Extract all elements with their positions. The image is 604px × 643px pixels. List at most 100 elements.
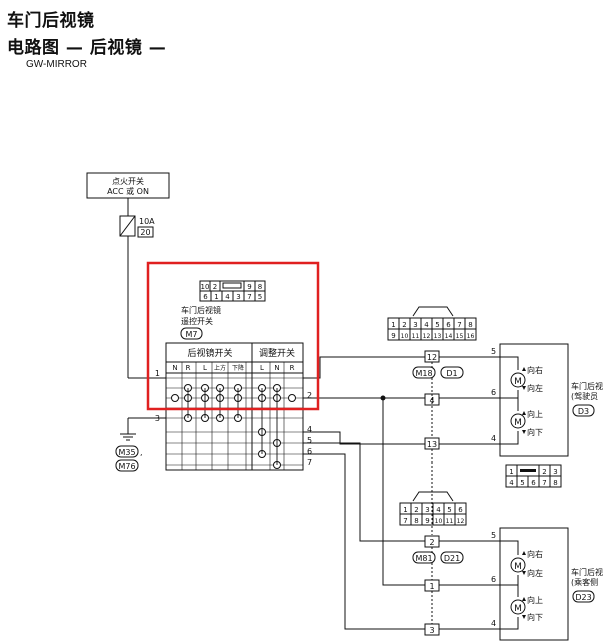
driver-mirror-label-1: 车门后视	[571, 381, 603, 391]
passenger-dir-right: 向右	[527, 549, 543, 559]
switch-col-label: R	[186, 364, 191, 372]
ignition-label-1: 点火开关	[112, 176, 144, 186]
uj-pin: 16	[467, 333, 475, 340]
switch-col-label: L	[203, 364, 207, 372]
lj-pin: 9	[425, 517, 429, 525]
passenger-mirror: M M 向右 向左 向上 向下	[499, 527, 569, 641]
lj-pin: 3	[425, 506, 429, 514]
lj-pin: 11	[446, 518, 454, 525]
driver-motor-2: M	[514, 418, 522, 428]
lj-pin: 2	[414, 506, 418, 514]
sw-pin: 5	[258, 293, 262, 301]
switch-connector-face: 10 2 9 8 6 1 4 3 7 5	[199, 280, 266, 302]
switch-terminal: 6	[307, 447, 312, 456]
page-title: 车门后视镜	[7, 11, 95, 31]
driver-mirror-label-2: (驾驶员	[571, 391, 598, 401]
lj-pin: 7	[403, 517, 407, 525]
sw-pin: 1	[214, 293, 218, 301]
passenger-dir-down: 向下	[527, 612, 543, 622]
mc-pin: 7	[542, 479, 546, 487]
mc-pin: 4	[509, 479, 514, 487]
driver-dir-left: 向左	[527, 383, 543, 393]
arrow-down-icon	[522, 615, 526, 619]
switch-header-left: 后视镜开关	[187, 347, 232, 359]
switch-terminal: 7	[307, 458, 312, 467]
driver-dir-up: 向上	[527, 409, 543, 419]
upper-joint-connector-left: M18	[415, 369, 432, 378]
switch-col-label: 下降	[232, 364, 244, 372]
upper-joint-terminal-4: 4	[429, 396, 434, 405]
switch-terminal: 2	[307, 391, 312, 400]
switch-col-label: N	[172, 364, 177, 372]
switch-terminal: 1	[155, 369, 160, 378]
remote-switch-label-1: 车门后视镜	[181, 305, 221, 315]
switch-header-right: 调整开关	[259, 347, 295, 359]
mc-pin: 1	[509, 468, 513, 476]
mc-pin: 2	[542, 468, 546, 476]
passenger-motor-2: M	[514, 604, 522, 614]
arrow-down-icon	[522, 430, 526, 434]
mirror-connector-face: 1 2 3 4 5 6 7 8	[505, 464, 562, 488]
sw-pin: 7	[247, 293, 251, 301]
switch-col-label: 上方	[214, 364, 226, 372]
passenger-pin: 6	[491, 575, 496, 584]
driver-pin: 5	[491, 347, 496, 356]
sw-pin: 3	[236, 293, 240, 301]
driver-mirror-connector: D3	[578, 407, 589, 416]
highlight-box	[146, 261, 320, 411]
arrow-down-icon	[522, 386, 526, 390]
switch-contact	[171, 394, 179, 402]
passenger-mirror-connector: D23	[575, 593, 591, 602]
lower-joint-terminal-1: 1	[429, 582, 434, 591]
driver-dir-right: 向右	[527, 365, 543, 375]
switch-terminal: 5	[307, 436, 312, 445]
uj-pin: 5	[435, 321, 439, 329]
mc-pin: 3	[553, 468, 557, 476]
sw-pin: 8	[258, 283, 262, 291]
lower-joint-terminal-3: 3	[429, 626, 434, 635]
ignition-switch: 点火开关 ACC 或 ON	[86, 172, 170, 199]
mc-pin: 5	[520, 479, 524, 487]
driver-pin: 6	[491, 388, 496, 397]
switch-contact	[288, 394, 296, 402]
uj-pin: 14	[445, 333, 453, 340]
arrow-up-icon	[522, 411, 526, 415]
diagram-code: GW-MIRROR	[26, 59, 87, 70]
mc-pin: 6	[531, 479, 536, 487]
driver-mirror: M M 向右 向左 向上 向下	[499, 343, 569, 457]
page-subtitle: 电路图 — 后视镜 —	[7, 38, 167, 58]
remote-switch-label-2: 遥控开关	[181, 316, 213, 326]
driver-dir-down: 向下	[527, 427, 543, 437]
mc-pin: 8	[553, 479, 557, 487]
lower-joint-connector-right: D21	[444, 554, 460, 563]
uj-pin: 13	[434, 333, 442, 340]
lj-pin: 5	[447, 506, 451, 514]
remote-switch-connector: M7	[186, 330, 198, 339]
lj-pin: 6	[458, 506, 463, 514]
lj-pin: 8	[414, 517, 418, 525]
lj-pin: 1	[403, 506, 407, 514]
uj-pin: 12	[423, 333, 431, 340]
sw-pin: 9	[247, 283, 251, 291]
uj-pin: 10	[401, 333, 409, 340]
fuse: 10A 20	[119, 215, 155, 238]
lower-joint-terminal-2: 2	[429, 538, 434, 547]
arrow-down-icon	[522, 571, 526, 575]
arrow-up-icon	[522, 551, 526, 555]
uj-pin: 2	[402, 321, 406, 329]
lj-pin: 12	[457, 518, 465, 525]
upper-joint-terminal-13: 13	[427, 440, 437, 449]
ignition-label-2: ACC 或 ON	[107, 186, 149, 196]
sw-pin: 4	[225, 293, 230, 301]
sw-pin: 6	[203, 293, 208, 301]
uj-pin: 11	[412, 333, 420, 340]
lower-joint-connector-left: M81	[415, 554, 432, 563]
fuse-number: 20	[140, 228, 150, 237]
passenger-dir-up: 向上	[527, 595, 543, 605]
arrow-up-icon	[522, 597, 526, 601]
upper-joint-terminal-12: 12	[427, 353, 437, 362]
uj-pin: 6	[446, 321, 451, 329]
